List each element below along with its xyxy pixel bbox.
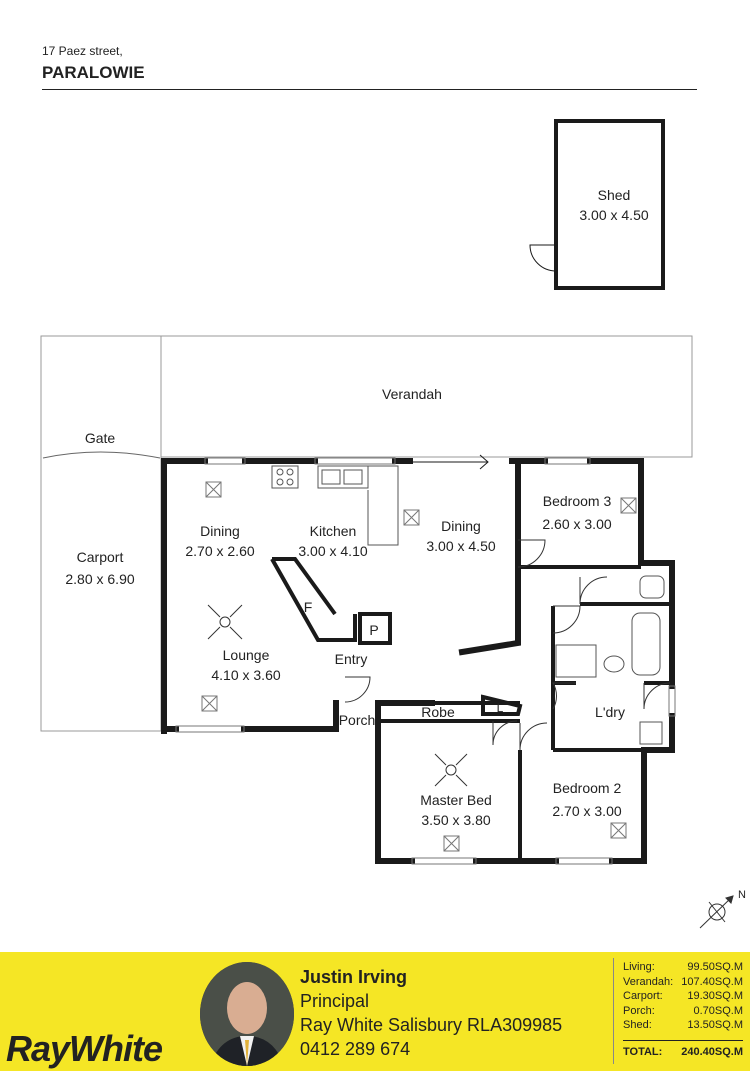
agent-details: Justin Irving Principal Ray White Salisb… — [300, 965, 562, 1061]
area-label: Living: — [623, 961, 655, 973]
area-value: 107.40SQ.M — [681, 975, 743, 988]
agent-phone[interactable]: 0412 289 674 — [300, 1039, 411, 1059]
master-label: Master Bed — [420, 792, 492, 808]
shed-size: 3.00 x 4.50 — [579, 207, 648, 223]
shed-label: Shed — [598, 187, 631, 203]
floor-plan: Shed 3.00 x 4.50 Verandah Gate Carport 2… — [40, 119, 746, 929]
pantry-label: P — [369, 622, 378, 638]
kitchen-size: 3.00 x 4.10 — [298, 543, 367, 559]
robe-label: Robe — [421, 704, 455, 720]
laundry-label: L'dry — [595, 704, 625, 720]
ceiling-fan-master — [434, 753, 468, 787]
ceiling-fan-lounge — [207, 604, 243, 640]
north-label: N — [738, 889, 746, 901]
area-label: Verandah: — [623, 975, 674, 988]
area-value: 0.70SQ.M — [693, 1004, 743, 1017]
area-row: Porch: 0.70SQ.M — [623, 1004, 743, 1019]
total-label: TOTAL: — [623, 1046, 663, 1058]
windows — [175, 457, 676, 865]
address-street: 17 Paez street, — [42, 44, 123, 58]
house-walls — [161, 458, 675, 864]
master-size: 3.50 x 3.80 — [421, 812, 490, 828]
area-value: 99.50SQ.M — [687, 961, 743, 973]
address-suburb: PARALOWIE — [42, 63, 145, 82]
shed-outline — [554, 119, 665, 290]
gate-line — [42, 451, 161, 459]
raywhite-logo: RayWhite — [6, 1028, 163, 1069]
carport-size: 2.80 x 6.90 — [65, 571, 134, 587]
area-label: Shed: — [623, 1019, 652, 1031]
agency-name: Ray White Salisbury RLA309985 — [300, 1015, 563, 1035]
light-fittings — [201, 481, 637, 852]
area-value: 19.30SQ.M — [687, 990, 743, 1002]
carport-outline — [40, 335, 162, 732]
gate-label: Gate — [85, 430, 116, 446]
area-label: Carport: — [623, 990, 663, 1002]
entry-arrow — [410, 454, 489, 470]
verandah-label: Verandah — [382, 386, 442, 402]
fridge-label: F — [304, 599, 313, 615]
north-arrow-icon — [699, 895, 734, 929]
dining2-size: 3.00 x 4.50 — [426, 538, 495, 554]
agent-footer — [0, 952, 750, 1071]
lounge-size: 4.10 x 3.60 — [211, 667, 280, 683]
area-row: Living: 99.50SQ.M — [623, 960, 743, 975]
area-summary: Living: 99.50SQ.M Verandah: 107.40SQ.M Car… — [623, 960, 743, 1033]
agent-photo — [200, 962, 294, 1066]
linen-label: L — [497, 701, 504, 715]
bedroom3-size: 2.60 x 3.00 — [542, 516, 611, 532]
area-row: Shed: 13.50SQ.M — [623, 1018, 743, 1033]
kitchen-bench — [271, 465, 399, 546]
bathroom-fixtures — [555, 575, 665, 745]
area-label: Porch: — [623, 1004, 655, 1017]
carport-label: Carport — [77, 549, 124, 565]
area-value: 13.50SQ.M — [687, 1019, 743, 1031]
total-value: 240.40SQ.M — [681, 1046, 743, 1058]
dining1-label: Dining — [200, 523, 240, 539]
dining1-size: 2.70 x 2.60 — [185, 543, 254, 559]
lounge-label: Lounge — [223, 647, 270, 663]
area-row: Carport: 19.30SQ.M — [623, 989, 743, 1004]
door-swings — [344, 539, 671, 751]
bedroom3-label: Bedroom 3 — [543, 493, 612, 509]
entry-label: Entry — [335, 651, 368, 667]
bedroom2-size: 2.70 x 3.00 — [552, 803, 621, 819]
header-divider — [42, 89, 697, 90]
kitchen-label: Kitchen — [310, 523, 357, 539]
agent-name: Justin Irving — [300, 967, 408, 987]
area-total: TOTAL: 240.40SQ.M — [623, 1046, 743, 1058]
agent-title: Principal — [300, 991, 370, 1011]
footer-divider — [613, 958, 614, 1064]
dining2-label: Dining — [441, 518, 481, 534]
area-row: Verandah: 107.40SQ.M — [623, 975, 743, 990]
total-divider — [623, 1040, 743, 1041]
porch-label: Porch — [339, 712, 376, 728]
shed-door-swing — [529, 244, 557, 272]
bedroom2-label: Bedroom 2 — [553, 780, 622, 796]
